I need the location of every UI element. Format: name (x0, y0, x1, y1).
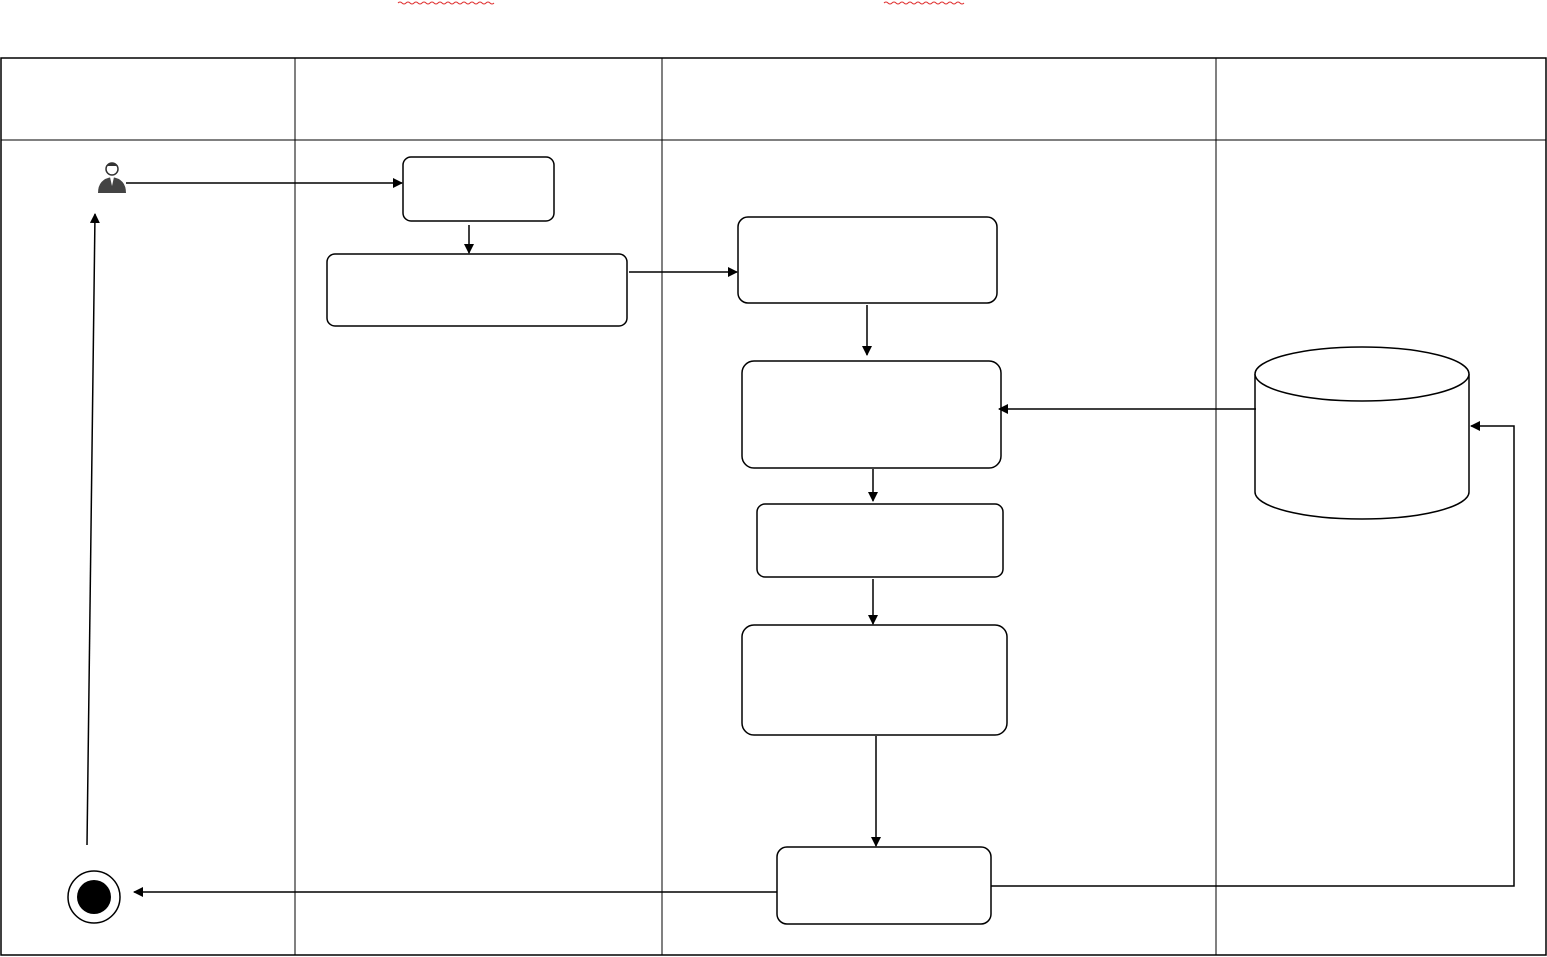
activity-box-5 (756, 503, 1004, 578)
activity-box-3 (737, 216, 998, 304)
spellcheck-squiggle-1 (397, 1, 495, 5)
user-icon (98, 162, 126, 193)
activity-box-6 (741, 624, 1008, 736)
swimlane-table (0, 57, 1547, 956)
activity-box-7 (776, 846, 992, 925)
activity-box-1 (402, 156, 555, 222)
activity-box-4 (741, 360, 1002, 469)
connectors (86, 178, 1515, 897)
final-state-icon (67, 870, 121, 924)
database-icon (1254, 346, 1470, 520)
arrow-final-to-actor (86, 213, 100, 846)
spellcheck-squiggle-2 (883, 1, 965, 5)
activity-box-2 (326, 253, 628, 327)
arrow-box7-to-db (991, 421, 1515, 887)
